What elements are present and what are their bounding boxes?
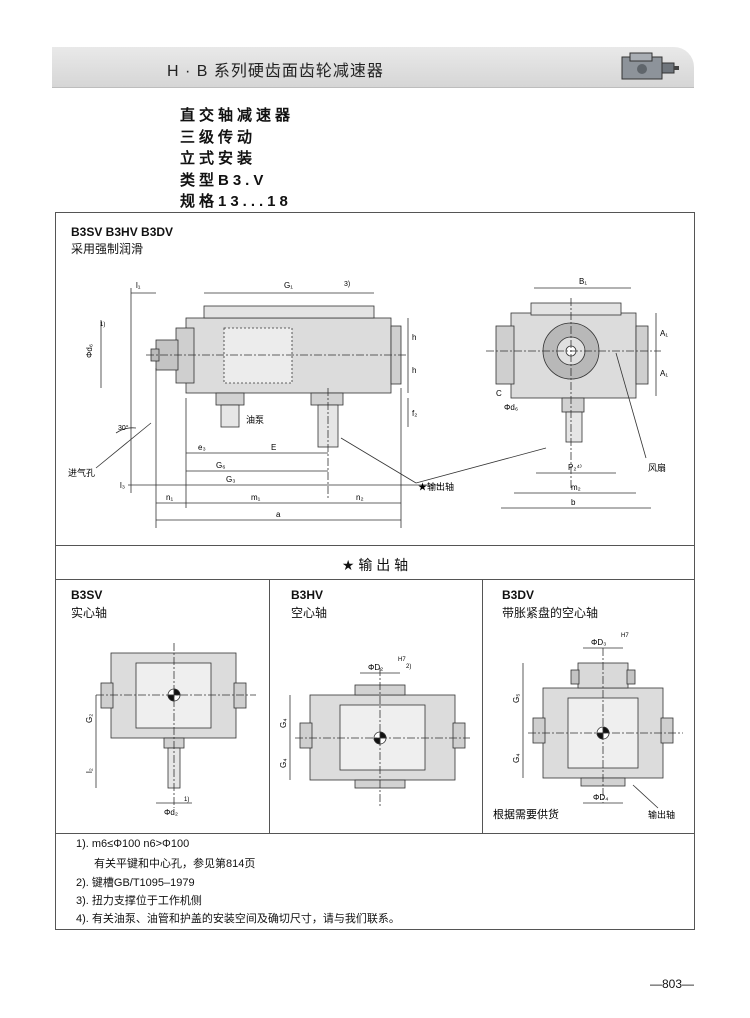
dim-label: h [412,333,416,342]
dim-label: C [496,389,502,398]
header-bar: H · B 系列硬齿面齿轮减速器 [52,47,694,88]
dim-label: 1) [184,797,189,803]
dim-label: h [412,366,416,375]
dim-label: G₁ [284,281,293,290]
panel-drawing-b3dv: ΦD₃ H7 G₅ G₄ ΦD₄ 根据需要供货 输出轴 [493,633,683,821]
dim-label: a [276,510,281,519]
dim-label: G₂ [85,714,94,723]
dim-label: 1) [100,322,105,328]
product-meta: 直交轴减速器 三级传动 立式安装 类型B3.V 规格13...18 [180,105,294,213]
dim-label: Φd₆ [85,344,94,358]
output-shaft-label: 输出轴 [648,809,675,820]
dim-label: G₃ [226,475,235,484]
divider [56,579,694,580]
main-drawing: l₁ G₁ Φd₆ 1) h h f₂ 油泵 e₃ E G₆ G₃ l₃ n₁ … [68,277,668,528]
dim-label: ΦD₃ [591,638,606,647]
dim-label: H7 [398,657,406,663]
dim-label: e₃ [198,443,206,452]
panel-desc: 空心轴 [291,606,328,620]
dim-label: G₄ [512,754,521,764]
footnote: 3). 扭力支撑位于工作机侧 [76,895,202,907]
panel-desc: 带胀紧盘的空心轴 [502,606,599,620]
dim-label: n₁ [166,493,173,502]
page-title: H · B 系列硬齿面齿轮减速器 [167,63,384,80]
dim-label: b [571,498,576,507]
dim-label: Φd₂ [164,808,178,817]
dim-label: A₁ [660,369,668,378]
footnote: 2). 键槽GB/T1095–1979 [76,877,195,889]
panel-divider [269,579,270,833]
panel-divider [482,579,483,833]
fan-label: 风扇 [648,462,666,473]
dim-label: B₁ [579,277,587,286]
section-subtitle: 采用强制润滑 [71,242,144,256]
dim-label: f₂ [412,409,417,418]
panel-code: B3SV [71,588,103,602]
dim-label: G₄ [279,759,288,769]
dim-label: H7 [621,633,629,639]
supply-note: 根据需要供货 [493,807,559,821]
panel-code: B3DV [502,588,535,602]
oil-pump-label: 油泵 [246,414,264,425]
divider [56,833,694,834]
angle-label: 30° [118,424,129,432]
drawing-frame: B3SV B3HV B3DV 采用强制润滑 [55,212,695,930]
dim-label: 2) [406,664,411,670]
dim-label: ΦD₄ [593,793,608,802]
dim-label: 3) [344,281,350,288]
dim-label: E [271,443,276,452]
footnote: 有关平键和中心孔，参见第814页 [94,858,256,870]
page-number: —803— [650,977,695,991]
section-title: B3SV B3HV B3DV [71,225,174,239]
footnote: 1). m6≤Φ100 n6>Φ100 [76,838,190,850]
panel-code: B3HV [291,588,324,602]
dim-label: ΦD₂ [368,663,383,672]
meta-line: 三级传动 [180,128,257,146]
dim-label: m₁ [251,493,261,502]
panel-drawing-b3hv: ΦD₂ H7 2) G₄ G₄ [279,657,470,808]
meta-line: 立式安装 [180,150,257,167]
meta-line: 直交轴减速器 [180,107,295,124]
gearbox-thumbnail-icon [621,52,679,80]
output-shaft-title: ★ 输 出 轴 [341,557,409,573]
dim-label: P₂⁴⁾ [568,463,582,472]
meta-line: 类型B3.V [180,171,268,189]
meta-line: 规格13...18 [180,193,292,210]
footnote: 4). 有关油泵、油管和护盖的安装空间及确切尺寸，请与我们联系。 [76,913,400,925]
dim-label: G₅ [512,694,521,703]
dim-label: G₄ [279,719,288,729]
dim-label: l₂ [85,768,94,773]
dim-label: l₃ [120,481,125,490]
dim-label: Φd₆ [504,403,518,412]
dim-label: m₂ [571,483,581,492]
divider [56,545,694,546]
dim-label: n₂ [356,493,364,502]
air-inlet-label: 进气孔 [68,467,95,478]
dim-label: A₁ [660,329,668,338]
panel-drawing-b3sv: G₂ l₂ Φd₂ 1) [85,643,256,817]
dim-label: G₆ [216,461,225,470]
panel-desc: 实心轴 [71,606,108,620]
dim-label: l₁ [136,281,141,290]
output-shaft-label: ★输出轴 [418,481,454,492]
